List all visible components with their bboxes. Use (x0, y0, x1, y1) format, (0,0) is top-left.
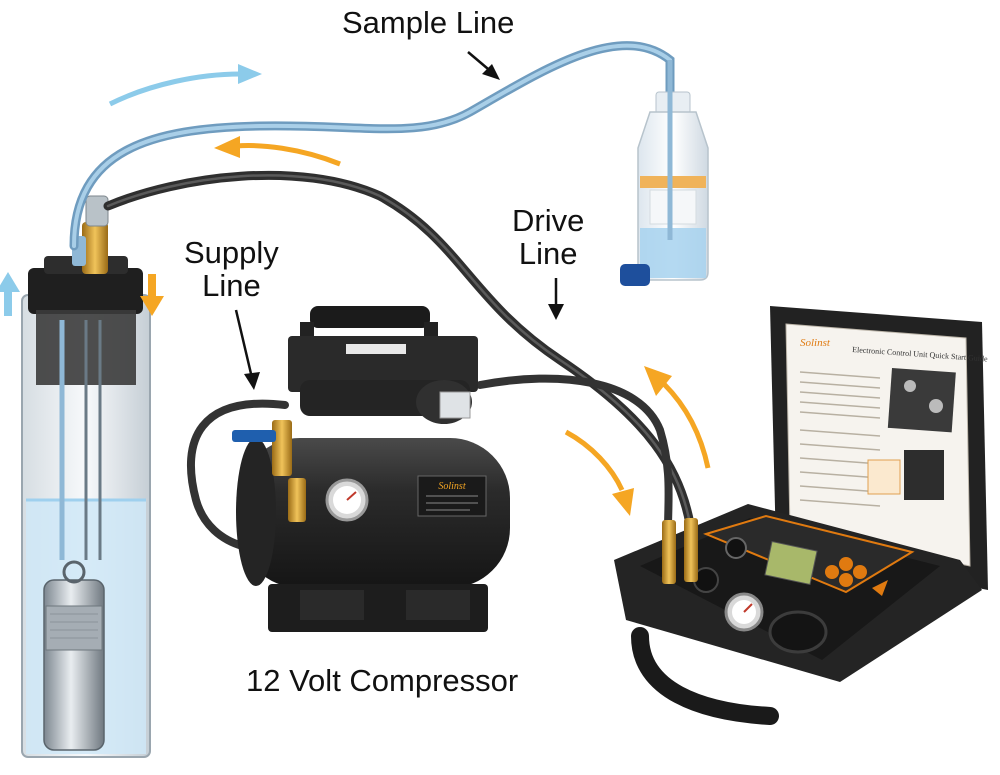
electronic-control-unit: Solinst Electronic Control Unit Quick St… (614, 306, 988, 725)
control-buttons-icon (825, 557, 888, 596)
compressor-label-text: 12 Volt Compressor (246, 663, 519, 698)
supply-line-label: Supply Line (184, 236, 279, 303)
flow-arrow-icon (140, 274, 164, 316)
bottle-cap (620, 264, 650, 286)
sample-line-label-text: Sample Line (342, 5, 515, 40)
compressor-label: 12 Volt Compressor (246, 663, 519, 698)
drive-line-label-line2: Line (518, 236, 578, 272)
flow-arrow-icon (214, 136, 341, 167)
supply-line-label-line1: Supply (184, 235, 279, 270)
compressor: Solinst (232, 306, 510, 632)
supply-line-pointer (234, 309, 260, 390)
pressure-gauge-icon (724, 592, 764, 632)
drive-line-label-line1: Drive (512, 203, 585, 238)
sample-bottle (620, 60, 709, 286)
flow-arrow-icon (108, 64, 262, 107)
flow-arrow-icon (564, 429, 634, 516)
compressor-to-controller-hose (476, 374, 673, 534)
quick-start-guide: Solinst Electronic Control Unit Quick St… (799, 337, 988, 507)
sample-line-pointer (467, 51, 500, 80)
well-cap (28, 268, 143, 314)
sample-line-label: Sample Line (342, 5, 515, 40)
guide-brand-label: Solinst (800, 337, 831, 349)
drive-line-pointer (548, 278, 564, 320)
supply-line-label-line2: Line (202, 268, 261, 304)
pressure-gauge-icon (325, 478, 369, 522)
well-assembly (21, 195, 151, 758)
compressor-brand-label: Solinst (438, 481, 465, 492)
flow-arrow-icon (644, 366, 711, 469)
drive-line-label: Drive Line (512, 204, 584, 271)
flow-arrow-icon (0, 272, 20, 316)
